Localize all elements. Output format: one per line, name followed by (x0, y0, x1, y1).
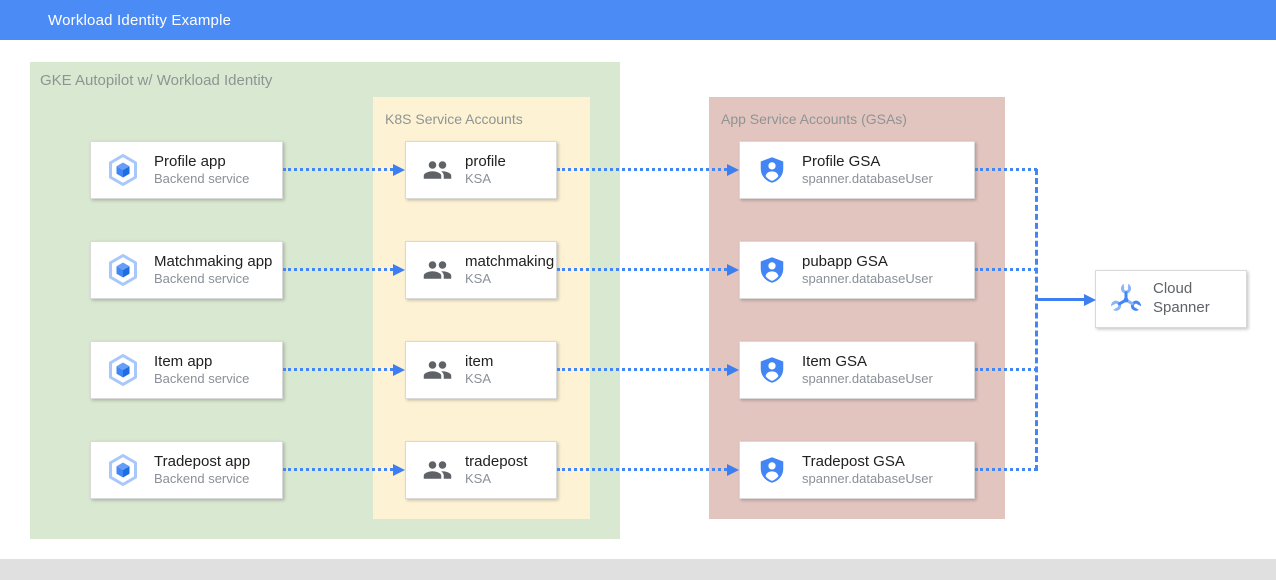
gke-hexagon-icon (105, 352, 141, 388)
arrowhead-icon (727, 464, 739, 476)
arrowhead-icon (727, 164, 739, 176)
arrowhead-icon (727, 264, 739, 276)
ksa-node-profile: profile KSA (405, 141, 557, 199)
arrow-rail-to-spanner (1037, 298, 1085, 301)
gke-hexagon-icon (105, 252, 141, 288)
arrow-app-to-ksa-row1 (283, 168, 393, 171)
arrow-ksa-to-gsa-row2 (557, 268, 727, 271)
arrowhead-icon (393, 464, 405, 476)
node-title: Item app (154, 352, 213, 370)
app-node-item: Item app Backend service (90, 341, 283, 399)
node-subtitle: KSA (465, 271, 492, 287)
node-title: matchmaking (465, 252, 555, 270)
node-title: Cloud Spanner (1153, 280, 1210, 316)
node-subtitle: KSA (465, 371, 492, 387)
node-subtitle: KSA (465, 171, 492, 187)
ksa-node-tradepost: tradepost KSA (405, 441, 557, 499)
arrow-app-to-ksa-row3 (283, 368, 393, 371)
node-title: Tradepost GSA (802, 452, 905, 470)
arrow-ksa-to-gsa-row1 (557, 168, 727, 171)
vertical-rail-line (1035, 169, 1038, 471)
line-gsa-to-rail-row2 (975, 268, 1037, 271)
node-subtitle: spanner.databaseUser (802, 171, 933, 187)
header-bar: Workload Identity Example (0, 0, 1276, 40)
app-node-profile: Profile app Backend service (90, 141, 283, 199)
zone-gsa-label: App Service Accounts (GSAs) (721, 111, 907, 127)
node-title: Profile GSA (802, 152, 881, 170)
node-subtitle: Backend service (154, 271, 250, 287)
zone-gke-label: GKE Autopilot w/ Workload Identity (40, 72, 273, 89)
node-subtitle: spanner.databaseUser (802, 271, 933, 287)
arrow-app-to-ksa-row2 (283, 268, 393, 271)
people-icon (421, 255, 454, 285)
people-icon (421, 355, 454, 385)
people-icon (421, 155, 454, 185)
arrowhead-icon (393, 264, 405, 276)
node-subtitle: spanner.databaseUser (802, 371, 933, 387)
node-title: pubapp GSA (802, 252, 888, 270)
arrowhead-icon (393, 164, 405, 176)
gsa-node-profile: Profile GSA spanner.databaseUser (739, 141, 975, 199)
gke-hexagon-icon (105, 452, 141, 488)
gsa-node-pubapp: pubapp GSA spanner.databaseUser (739, 241, 975, 299)
node-subtitle: Backend service (154, 171, 250, 187)
people-icon (421, 455, 454, 485)
ksa-node-item: item KSA (405, 341, 557, 399)
node-title: Profile app (154, 152, 226, 170)
node-title: item (465, 352, 494, 370)
shield-user-icon (757, 453, 787, 487)
arrowhead-icon (1084, 294, 1096, 306)
node-subtitle: Backend service (154, 371, 250, 387)
node-title: Tradepost app (154, 452, 251, 470)
node-title: Item GSA (802, 352, 868, 370)
node-subtitle: KSA (465, 471, 492, 487)
node-title: tradepost (465, 452, 528, 470)
node-subtitle: spanner.databaseUser (802, 471, 933, 487)
line-gsa-to-rail-row4 (975, 468, 1037, 471)
arrow-ksa-to-gsa-row4 (557, 468, 727, 471)
page-title: Workload Identity Example (48, 11, 232, 29)
spanner-wrench-icon (1108, 281, 1144, 317)
cloud-spanner-node: Cloud Spanner (1095, 270, 1247, 328)
node-title: profile (465, 152, 506, 170)
arrow-ksa-to-gsa-row3 (557, 368, 727, 371)
zone-ksa-label: K8S Service Accounts (385, 111, 523, 127)
ksa-node-matchmaking: matchmaking KSA (405, 241, 557, 299)
node-title: Matchmaking app (154, 252, 273, 270)
arrowhead-icon (393, 364, 405, 376)
line-gsa-to-rail-row3 (975, 368, 1037, 371)
shield-user-icon (757, 253, 787, 287)
arrow-app-to-ksa-row4 (283, 468, 393, 471)
shield-user-icon (757, 153, 787, 187)
line-gsa-to-rail-row1 (975, 168, 1037, 171)
gke-hexagon-icon (105, 152, 141, 188)
gsa-node-item: Item GSA spanner.databaseUser (739, 341, 975, 399)
app-node-tradepost: Tradepost app Backend service (90, 441, 283, 499)
footer-bar (0, 559, 1276, 580)
shield-user-icon (757, 353, 787, 387)
gsa-node-tradepost: Tradepost GSA spanner.databaseUser (739, 441, 975, 499)
app-node-matchmaking: Matchmaking app Backend service (90, 241, 283, 299)
arrowhead-icon (727, 364, 739, 376)
node-subtitle: Backend service (154, 471, 250, 487)
